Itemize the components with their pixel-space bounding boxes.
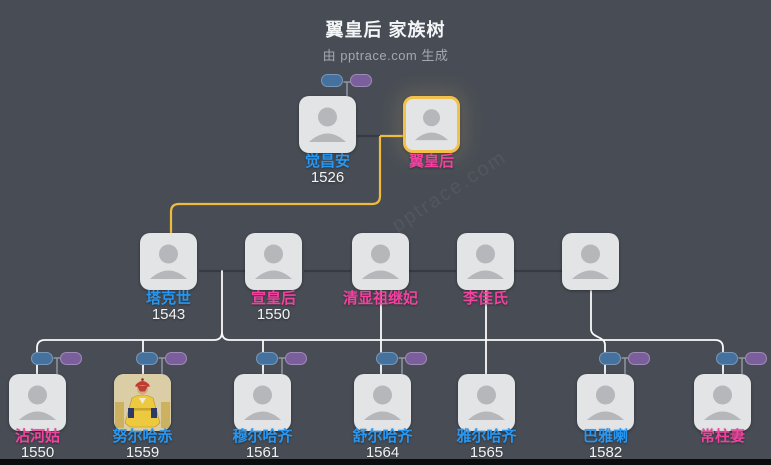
highlight-line	[169, 134, 403, 233]
person-node-takeshi[interactable]: 塔克世 1543	[140, 233, 197, 323]
person-node-yihuanghou-selected[interactable]: 翼皇后	[403, 96, 460, 170]
person-icon	[467, 244, 504, 279]
person-card[interactable]	[114, 374, 171, 431]
father-pill-button[interactable]	[256, 352, 278, 365]
person-node-zhanhegu[interactable]: 沾河姑 1550	[9, 352, 82, 461]
person-icon	[362, 244, 399, 279]
person-card[interactable]	[562, 233, 619, 290]
mother-pill-button[interactable]	[285, 352, 307, 365]
person-card[interactable]	[352, 233, 409, 290]
person-card[interactable]	[245, 233, 302, 290]
person-node-xuanhuanghou[interactable]: 宣皇后 1550	[245, 233, 302, 323]
person-node-bayala[interactable]: 巴雅喇 1582	[577, 352, 650, 461]
person-card[interactable]	[403, 96, 460, 153]
person-card[interactable]	[577, 374, 634, 431]
person-node-unnamed-spouse[interactable]	[562, 233, 619, 290]
person-card[interactable]	[354, 374, 411, 431]
bottom-edge-strip	[0, 459, 771, 465]
person-node-juechangan[interactable]: 觉昌安 1526	[299, 74, 372, 186]
person-card[interactable]	[458, 374, 515, 431]
person-icon	[255, 244, 292, 279]
father-pill-button[interactable]	[376, 352, 398, 365]
person-node-shuerhaqi[interactable]: 舒尔哈齐 1564	[352, 352, 427, 461]
mother-pill-button[interactable]	[165, 352, 187, 365]
pill-stub-lines	[53, 81, 746, 374]
person-icon	[150, 244, 187, 279]
person-icon	[19, 385, 56, 420]
person-card[interactable]	[457, 233, 514, 290]
portrait-nurhaci	[114, 374, 171, 431]
mother-pill-button[interactable]	[745, 352, 767, 365]
person-icon	[414, 109, 449, 141]
page-title: 翼皇后 家族树	[325, 20, 446, 40]
person-card[interactable]	[234, 374, 291, 431]
person-card[interactable]	[299, 96, 356, 153]
mother-pill-button[interactable]	[60, 352, 82, 365]
person-icon	[309, 107, 346, 142]
person-icon	[364, 385, 401, 420]
person-node-qingxianzujifei[interactable]: 清显祖继妃	[343, 233, 418, 307]
person-icon	[244, 385, 281, 420]
generated-by-subtitle: 由 pptrace.com 生成	[322, 48, 449, 63]
father-pill-button[interactable]	[31, 352, 53, 365]
person-card[interactable]	[9, 374, 66, 431]
father-pill-button[interactable]	[321, 74, 343, 87]
person-node-lijiashi[interactable]: 李佳氏	[457, 233, 514, 307]
mother-pill-button[interactable]	[628, 352, 650, 365]
person-node-nuerhachi[interactable]: 努尔哈赤 1559	[112, 352, 187, 461]
person-card[interactable]	[140, 233, 197, 290]
father-pill-button[interactable]	[599, 352, 621, 365]
father-pill-button[interactable]	[136, 352, 158, 365]
mother-pill-button[interactable]	[350, 74, 372, 87]
person-node-muerhaqi[interactable]: 穆尔哈齐 1561	[232, 352, 307, 461]
person-icon	[587, 385, 624, 420]
person-node-yaerhaqi[interactable]: 雅尔哈齐 1565	[456, 374, 517, 461]
person-node-changzhuqi[interactable]: 常柱妻	[694, 352, 767, 445]
mother-pill-button[interactable]	[405, 352, 427, 365]
father-pill-button[interactable]	[716, 352, 738, 365]
person-icon	[572, 244, 609, 279]
person-icon	[704, 385, 741, 420]
person-icon	[468, 385, 505, 420]
person-card[interactable]	[694, 374, 751, 431]
